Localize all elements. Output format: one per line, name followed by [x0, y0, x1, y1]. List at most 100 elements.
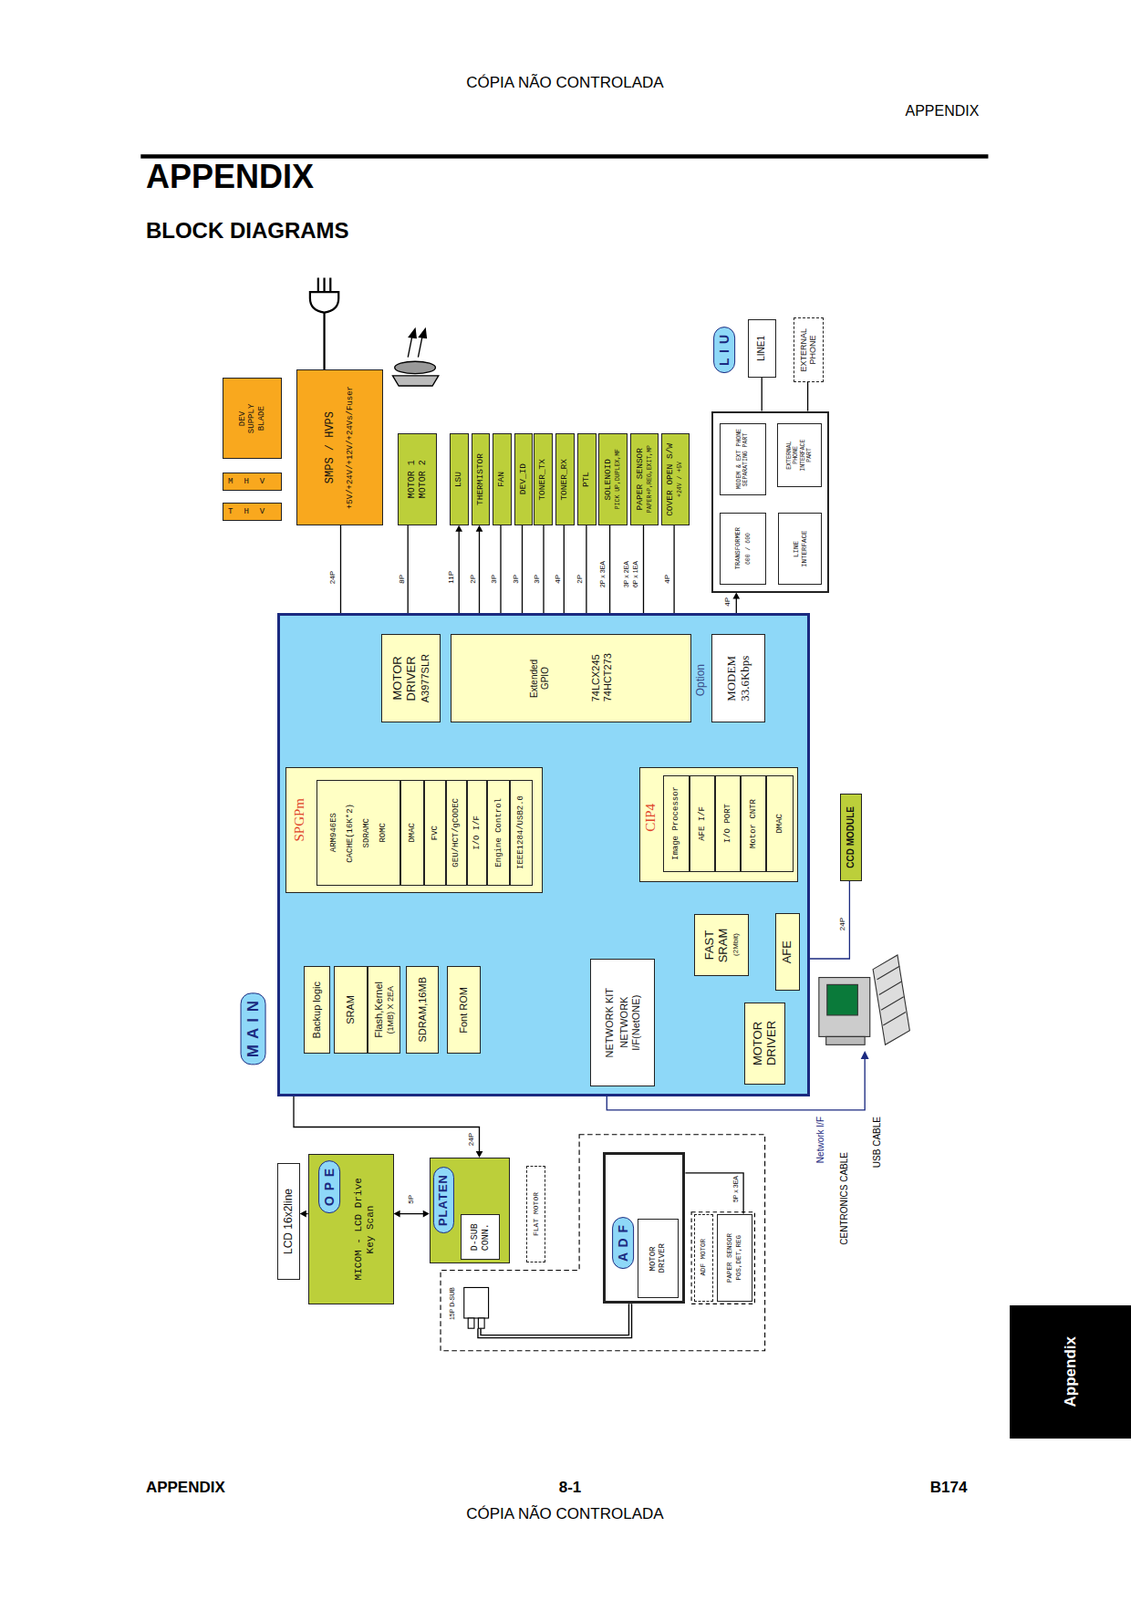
block-box: LINE1 [747, 319, 777, 378]
block-box: SOLENOIDPICK UP,DUPLEX,MF [598, 433, 627, 526]
block-box: OptionMODEM 33.6Kbps [711, 633, 765, 722]
label-text: I/O I/F [472, 815, 482, 851]
label-text: COVER OPEN S/W [665, 443, 676, 517]
block-box: AFE I/F [689, 775, 716, 872]
block-box: PLATEN D-SUB CONN. [429, 1157, 510, 1264]
label-text: CIP4 [643, 803, 659, 832]
block-box: GEU/HCT/gCODEC [446, 779, 467, 885]
connector [761, 377, 763, 412]
label-text: SPGPm [291, 798, 308, 842]
block-box: SDRAM,16MB [405, 965, 439, 1054]
block-box: IEEE1284/USB2.0 [509, 779, 533, 885]
block-box: CCD MODULE [840, 793, 862, 882]
pin-label: 2P [576, 574, 585, 584]
label-text: LINE INTERFACE [792, 523, 809, 575]
page-text: BLOCK DIAGRAMS [145, 217, 350, 244]
label-text: THV [228, 507, 276, 517]
pin-label: 11P [447, 570, 457, 584]
pin-label: 24P [838, 917, 847, 931]
block-box: Extended GPIO74LCX245 74HCT273 [450, 633, 692, 722]
label-text: MICOM - LCD Drive Key Scan [352, 1175, 376, 1283]
pin-label: 15P D-SUB [448, 1286, 457, 1320]
title-pill: M A I N [240, 992, 267, 1065]
block-box: MOTOR 1 MOTOR 2 [397, 433, 436, 526]
block-box: EXTERNAL PHONE INTERFACE PART [777, 423, 822, 488]
label-text: LSU [454, 471, 465, 488]
block-box: CIP4 Image Processor AFE I/F I/O PORT Motor … [639, 767, 799, 882]
label-text: Image Processor [671, 786, 681, 861]
connector [394, 1210, 430, 1218]
label-text: Appendix [1061, 1336, 1080, 1407]
label-text: GEU/HCT/gCODEC [451, 798, 461, 868]
label-text: FAST SRAM [703, 922, 731, 968]
connector [807, 382, 809, 412]
label-text: PTL [581, 471, 592, 488]
label-text: DMAC [407, 822, 417, 843]
title-pill: O P E [318, 1160, 341, 1214]
block-box: M A I NMOTOR DRIVERA3977SLRExtended GPIO… [277, 612, 810, 1097]
pin-label: 5P x 3EA [732, 1175, 740, 1203]
block-box: DMAC [400, 779, 425, 885]
block-box: PAPER SENSORPAPER+P,REG,EXIT,MP [630, 433, 659, 526]
pin-label: Network I/F [815, 1116, 827, 1163]
label-text: FLAT MOTOR [531, 1192, 540, 1236]
block-box: MOTOR DRIVER [744, 1002, 786, 1084]
label-text: DEV_ID [518, 463, 530, 495]
label-text: I/O PORT [723, 803, 733, 843]
label-text: ARM946ES [329, 812, 339, 852]
block-box: LSU [449, 433, 469, 526]
block-box: DEV_ID [514, 433, 534, 526]
label-text: AFE I/F [697, 806, 707, 841]
block-box: THV [222, 502, 282, 521]
label-text: Flash,Kernel [373, 981, 385, 1038]
label-text: Option [695, 664, 708, 696]
label-text: PAPER SENSOR [635, 447, 646, 510]
label-text: SRAM [344, 995, 357, 1025]
block-box: Motor CNTR [740, 775, 767, 872]
block-box: FAST SRAM(2Mbit) [694, 913, 748, 976]
block-box: TONER_TX [533, 433, 553, 526]
label-text: Font ROM [457, 986, 470, 1034]
block-box: SPGPmARM946ESCACHE(16K*2)SDRAMCROMCDMACF… [285, 767, 543, 894]
block-box: DMAC [766, 775, 794, 872]
label-text: FAN [497, 471, 508, 488]
block-box: FLAT MOTOR [526, 1165, 546, 1263]
block-box: Flash,Kernel(1MB) X 2EA [367, 965, 402, 1054]
label-text: TONER_RX [560, 458, 571, 501]
label-text: SDRAMC [362, 818, 372, 848]
block-box: FVC [424, 779, 446, 885]
pin-label: 3P x 2EA [622, 560, 630, 588]
page-text: CÓPIA NÃO CONTROLADA [466, 73, 664, 93]
pin-label: 24P [328, 570, 337, 584]
label-text: SOLENOID [603, 458, 614, 501]
label-text: LCD 16x2line [282, 1188, 296, 1255]
block-box: TONER_RX [555, 433, 575, 526]
label-text: NETWORK I/F(NetONE) [618, 971, 642, 1074]
label-text: (2Mbit) [731, 933, 740, 956]
block-box: O P E MICOM - LCD Drive Key Scan [308, 1153, 395, 1305]
page-text: B174 [930, 1478, 968, 1497]
block-box: Image Processor [663, 775, 690, 872]
label-text: Backup logic [311, 981, 323, 1038]
page-text: 8-1 [559, 1478, 582, 1497]
pin-label: 3P [511, 574, 520, 584]
title-pill: PLATEN [433, 1166, 455, 1234]
block-box: Appendix [1009, 1305, 1131, 1438]
label-text: Motor CNTR [748, 798, 758, 849]
label-text: POS,DET,REG [735, 1234, 744, 1281]
label-text: +24V / +5V [676, 461, 684, 498]
block-box: SMPS / HVPS+5V/+24V/+12V/+24Vs/Fuser [296, 369, 384, 526]
block-box: NETWORK KITNETWORK I/F(NetONE) [590, 958, 654, 1087]
label-text: 74LCX245 74HCT273 [590, 642, 613, 714]
label-text: FVC [430, 825, 440, 841]
pin-label: 2P x 3EA [599, 560, 607, 588]
label-text: D-SUB CONN. [469, 1218, 491, 1256]
pin-label: 3P [490, 574, 499, 584]
label-text: DMAC [775, 813, 785, 834]
label-text: EXTERNAL PHONE [798, 321, 819, 378]
label-text: EXTERNAL PHONE INTERFACE PART [786, 435, 814, 477]
block-box: I/O I/F [466, 779, 488, 885]
label-text: IEEE1284/USB2.0 [516, 795, 526, 870]
block-box: Backup logic [303, 965, 331, 1054]
block-box: D-SUB CONN. [460, 1214, 499, 1260]
